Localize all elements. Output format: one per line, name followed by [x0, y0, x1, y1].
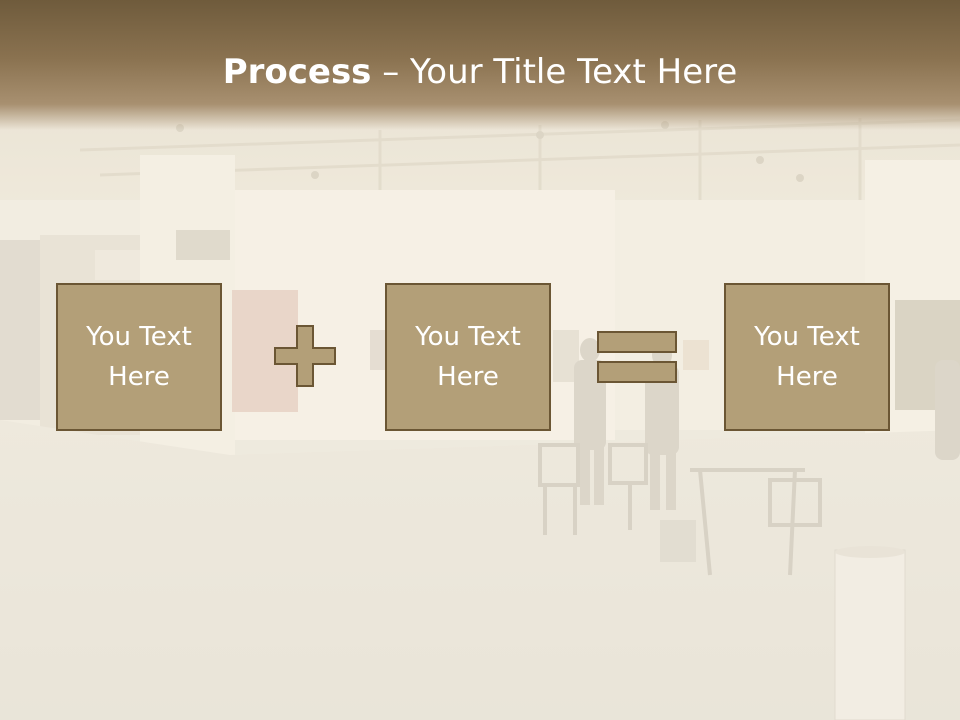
title-rest: – Your Title Text Here: [371, 52, 738, 92]
equals-icon: [597, 331, 677, 387]
title-bold: Process: [222, 52, 372, 92]
process-box-1[interactable]: You Text Here: [56, 283, 222, 431]
process-box-2-label: You Text Here: [415, 322, 521, 392]
slide-title: Process – Your Title Text Here: [0, 52, 960, 92]
process-box-3-label: You Text Here: [754, 322, 860, 392]
title-bar: [0, 0, 960, 130]
process-box-2[interactable]: You Text Here: [385, 283, 551, 431]
process-box-3[interactable]: You Text Here: [724, 283, 890, 431]
process-box-1-label: You Text Here: [86, 322, 192, 392]
plus-icon: [274, 325, 336, 391]
